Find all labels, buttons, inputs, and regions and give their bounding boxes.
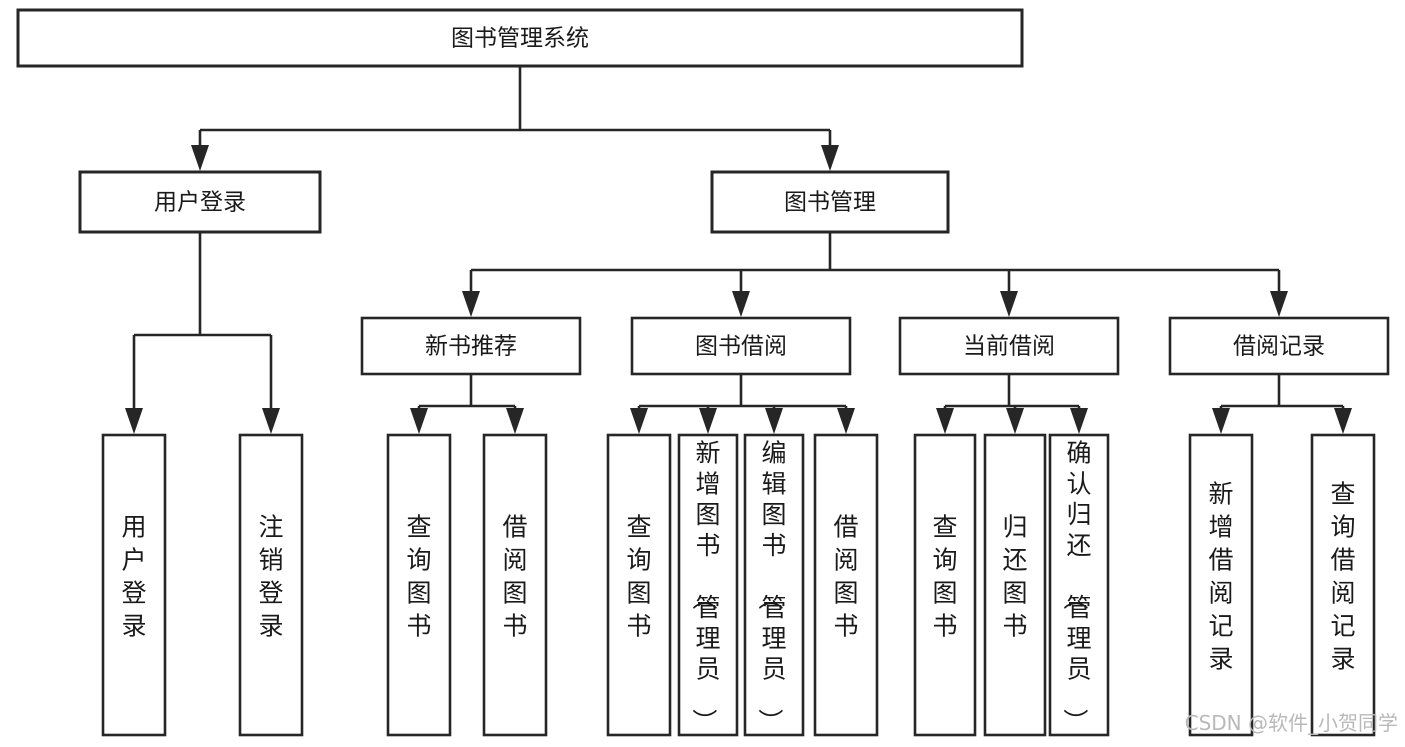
node-new-book-recommend[interactable]: 新书推荐 [360,316,582,376]
node-leaf-add-book-admin[interactable]: 新增图书（管理员） [677,433,739,737]
node-leaf-borrow-book-1[interactable]: 借阅图书 [482,433,548,737]
node-book-manage[interactable]: 图书管理 [710,170,950,234]
node-leaf-borrow-book-2[interactable]: 借阅图书 [813,433,879,737]
node-root[interactable]: 图书管理系统 [16,8,1024,68]
connector-edge-borrow-split [630,374,855,434]
leaf-label: 查询借阅记录 [1330,480,1355,674]
csdn-watermark: CSDN @软件_小贺同学 [1185,711,1398,735]
node-leaf-confirm-return-admin[interactable]: 确认归还（管理员） [1048,433,1110,737]
leaf-label: 确认归还（管理员） [1060,438,1091,733]
leaf-label: 借阅图书 [502,513,527,641]
node-book-borrow[interactable]: 图书借阅 [630,316,852,376]
leaf-label: 归还图书 [1002,513,1027,641]
node-label: 用户登录 [154,190,246,216]
node-label: 当前借阅 [963,334,1055,360]
leaf-label: 查询图书 [932,513,957,641]
node-user-login[interactable]: 用户登录 [78,170,322,234]
leaf-label: 借阅图书 [833,513,858,641]
leaf-label: 注销登录 [258,513,283,641]
node-leaf-query-book-2[interactable]: 查询图书 [606,433,672,737]
node-label: 图书管理系统 [451,26,589,52]
leaf-label: 新增借阅记录 [1208,480,1233,674]
connector-edge-userlogin-split [125,232,280,434]
connector-edge-root-split [191,66,839,171]
node-leaf-add-borrow-record[interactable]: 新增借阅记录 [1188,433,1254,737]
node-layer: 图书管理系统用户登录图书管理新书推荐图书借阅当前借阅借阅记录用户登录注销登录查询… [16,8,1390,737]
node-borrow-record[interactable]: 借阅记录 [1168,316,1390,376]
node-current-borrow[interactable]: 当前借阅 [898,316,1120,376]
connector-edge-newbook-split [410,374,524,434]
node-leaf-query-book-3[interactable]: 查询图书 [913,433,977,737]
leaf-label: 查询图书 [626,513,651,641]
leaf-label: 新增图书（管理员） [689,438,720,733]
node-leaf-edit-book-admin[interactable]: 编辑图书（管理员） [743,433,805,737]
node-label: 借阅记录 [1233,334,1325,360]
node-leaf-logout-login[interactable]: 注销登录 [238,433,304,737]
watermark-layer: CSDN @软件_小贺同学 [1185,711,1398,735]
connector-edge-current-split [936,374,1088,434]
node-leaf-query-book-1[interactable]: 查询图书 [386,433,452,737]
node-label: 图书管理 [784,190,876,216]
connector-edge-bookmanage-split [462,232,1288,317]
connector-edge-record-split [1212,374,1352,434]
edge-layer [125,66,1352,434]
node-label: 新书推荐 [425,334,517,360]
node-leaf-return-book[interactable]: 归还图书 [983,433,1047,737]
node-leaf-user-login[interactable]: 用户登录 [101,433,167,737]
leaf-label: 查询图书 [406,513,431,641]
leaf-label: 编辑图书（管理员） [755,438,786,733]
node-label: 图书借阅 [695,334,787,360]
leaf-label: 用户登录 [121,513,146,641]
node-leaf-query-borrow-record[interactable]: 查询借阅记录 [1310,433,1376,737]
